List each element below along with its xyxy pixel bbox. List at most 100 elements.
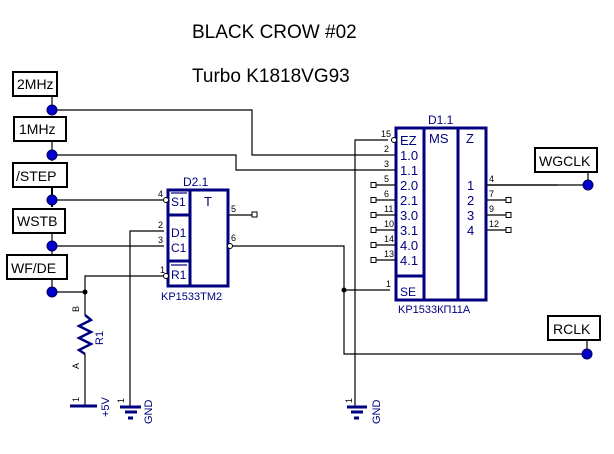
d1-input-pin: 2.05 <box>370 174 418 193</box>
node-wgclk[interactable] <box>582 179 594 191</box>
port-rclk[interactable]: RCLK <box>547 315 601 341</box>
wire-se <box>232 245 390 291</box>
pin-number: 5 <box>384 174 389 184</box>
svg-text:5: 5 <box>231 204 236 214</box>
pin-number: 14 <box>384 234 394 244</box>
svg-text:B: B <box>71 306 81 312</box>
svg-text:1: 1 <box>71 397 81 402</box>
pin-label: 3 <box>467 208 474 223</box>
pin-label: EZ <box>400 133 417 148</box>
svg-text:6: 6 <box>231 233 236 243</box>
node-1mhz[interactable] <box>46 149 58 161</box>
d1-input-pin: 2.16 <box>370 189 418 208</box>
pin-number: 12 <box>489 219 499 229</box>
svg-text:D2.1: D2.1 <box>183 175 209 189</box>
pin-label: 3.0 <box>400 208 418 223</box>
node-2mhz[interactable] <box>46 104 58 116</box>
svg-text:GND: GND <box>371 400 383 425</box>
svg-text:WGCLK: WGCLK <box>539 153 591 169</box>
pin-label: 2.1 <box>400 193 418 208</box>
svg-text:1: 1 <box>344 398 354 403</box>
node-wstb[interactable] <box>46 240 58 252</box>
wire-2mhz <box>52 109 385 156</box>
d1-output-pin: 4 12 <box>467 219 512 238</box>
port-step[interactable]: /STEP <box>12 162 68 188</box>
pin-label: 3.1 <box>400 223 418 238</box>
pin-label: 1.0 <box>400 148 418 163</box>
pin-number: 11 <box>384 204 393 214</box>
wire-rclk <box>343 290 584 355</box>
port-2mhz[interactable]: 2MHz <box>12 71 58 97</box>
pin-label: 4.0 <box>400 238 418 253</box>
svg-text:Z: Z <box>466 131 474 146</box>
svg-text:RCLK: RCLK <box>553 321 591 337</box>
pin-number: 13 <box>384 249 394 259</box>
svg-text:R1: R1 <box>171 268 187 282</box>
svg-text:S1: S1 <box>171 195 186 209</box>
svg-text:2: 2 <box>158 220 163 230</box>
pin-number: 6 <box>384 189 389 199</box>
pin-label: 4 <box>467 223 474 238</box>
svg-text:3: 3 <box>158 235 163 245</box>
pin-label: 2.0 <box>400 178 418 193</box>
pin-number: 15 <box>381 129 391 139</box>
d1-input-pin: 1.13 <box>384 159 418 178</box>
pin-label: 2 <box>467 193 474 208</box>
svg-text:WF/DE: WF/DE <box>11 260 56 276</box>
d1-input-pin: 3.1 10 <box>370 219 418 238</box>
svg-text:D1.1: D1.1 <box>428 113 454 127</box>
svg-text:2MHz: 2MHz <box>17 76 54 92</box>
pin-number: 1 <box>386 279 391 289</box>
svg-text:A: A <box>71 363 81 369</box>
svg-text:1: 1 <box>160 265 165 275</box>
pin-label: 1 <box>467 178 474 193</box>
pin-number: 4 <box>489 174 494 184</box>
svg-text:SE: SE <box>400 285 416 299</box>
d1-input-pin: 1.02 <box>384 144 418 163</box>
d1-input-pin: 4.0 14 <box>370 234 418 253</box>
node-step[interactable] <box>46 194 58 206</box>
wire-r1 <box>84 275 164 292</box>
schematic-title: BLACK CROW #02 <box>192 22 357 43</box>
resistor-r1: B R1 A <box>71 292 106 406</box>
schematic-subtitle: Turbo K1818VG93 <box>192 66 350 87</box>
svg-text:KP1533TM2: KP1533TM2 <box>161 291 222 303</box>
svg-text:WSTB: WSTB <box>17 213 57 229</box>
vcc-symbol: 1 +5V <box>70 396 112 417</box>
d1-input-pin: 4.1 13 <box>370 249 418 268</box>
node-wfde[interactable] <box>46 286 58 298</box>
port-wgclk[interactable]: WGCLK <box>534 147 598 173</box>
gnd-symbol-2: 1 GND <box>344 398 383 424</box>
port-1mhz[interactable]: 1MHz <box>13 116 67 142</box>
pin-label: 4.1 <box>400 253 418 268</box>
svg-text:GND: GND <box>143 400 155 425</box>
pin-number: 9 <box>489 204 494 214</box>
pin-number: 7 <box>489 189 494 199</box>
wire-d1-gnd <box>129 230 164 408</box>
wire-ez-gnd <box>354 139 388 408</box>
svg-text:C1: C1 <box>171 241 187 255</box>
chip-d1: D1.1 MS Z SE KP1533КП11A <box>391 113 558 316</box>
pin-number: 3 <box>384 159 389 169</box>
svg-text:T: T <box>204 194 212 209</box>
d1-input-pin: 3.0 11 <box>370 204 418 223</box>
d1-input-pin: EZ 15 <box>381 129 417 148</box>
pin-number: 10 <box>384 219 394 229</box>
svg-text:D1: D1 <box>171 226 187 240</box>
svg-text:+5V: +5V <box>100 396 112 417</box>
port-wfde[interactable]: WF/DE <box>6 254 68 280</box>
gnd-symbol-1: 1 GND <box>116 398 155 424</box>
svg-text:1MHz: 1MHz <box>19 121 56 137</box>
junction <box>341 287 347 293</box>
svg-text:4: 4 <box>158 189 163 199</box>
node-rclk[interactable] <box>581 348 593 360</box>
wire-1mhz <box>52 154 385 171</box>
svg-text:1: 1 <box>116 398 126 403</box>
pin-number: 2 <box>384 144 389 154</box>
svg-text:/STEP: /STEP <box>16 168 56 184</box>
port-wstb[interactable]: WSTB <box>12 208 66 234</box>
